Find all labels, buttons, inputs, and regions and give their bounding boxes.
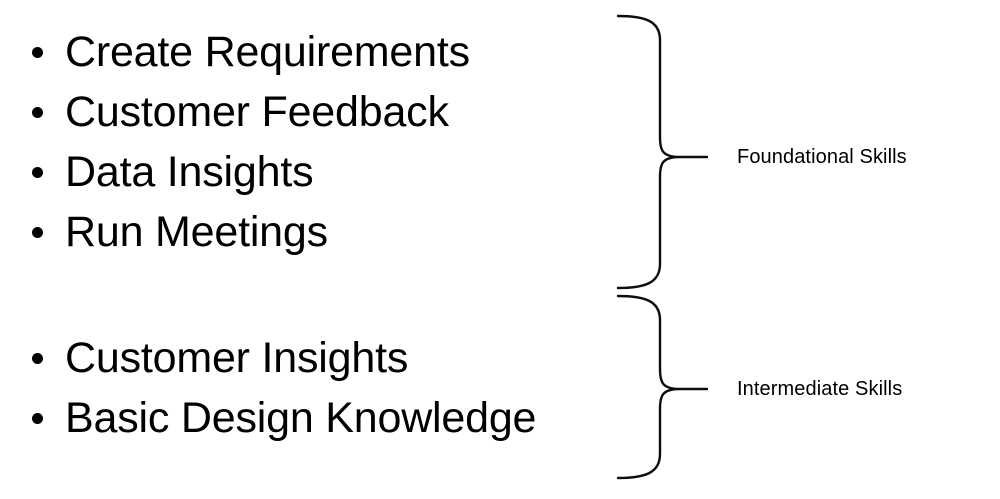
bullet-list-intermediate: Customer Insights Basic Design Knowledge <box>0 328 600 448</box>
bullet-dot-icon <box>32 107 43 118</box>
list-item-label: Basic Design Knowledge <box>65 394 537 442</box>
bullet-dot-icon <box>32 227 43 238</box>
list-item: Data Insights <box>0 142 600 202</box>
bullet-dot-icon <box>32 353 43 364</box>
list-item-label: Customer Insights <box>65 334 409 382</box>
bullet-dot-icon <box>32 167 43 178</box>
list-item-label: Customer Feedback <box>65 88 449 136</box>
list-item-label: Run Meetings <box>65 208 328 256</box>
list-item-label: Data Insights <box>65 148 314 196</box>
list-item: Customer Insights <box>0 328 600 388</box>
curly-brace-foundational-icon <box>616 14 679 290</box>
curly-brace-intermediate-icon <box>616 294 679 480</box>
list-item: Create Requirements <box>0 22 600 82</box>
list-item: Customer Feedback <box>0 82 600 142</box>
bullet-list-foundational: Create Requirements Customer Feedback Da… <box>0 22 600 262</box>
bullet-dot-icon <box>32 47 43 58</box>
group-label-intermediate: Intermediate Skills <box>737 378 903 400</box>
list-item: Basic Design Knowledge <box>0 388 600 448</box>
bullet-dot-icon <box>32 413 43 424</box>
list-item: Run Meetings <box>0 202 600 262</box>
group-label-foundational: Foundational Skills <box>737 146 907 168</box>
list-item-label: Create Requirements <box>65 28 470 76</box>
